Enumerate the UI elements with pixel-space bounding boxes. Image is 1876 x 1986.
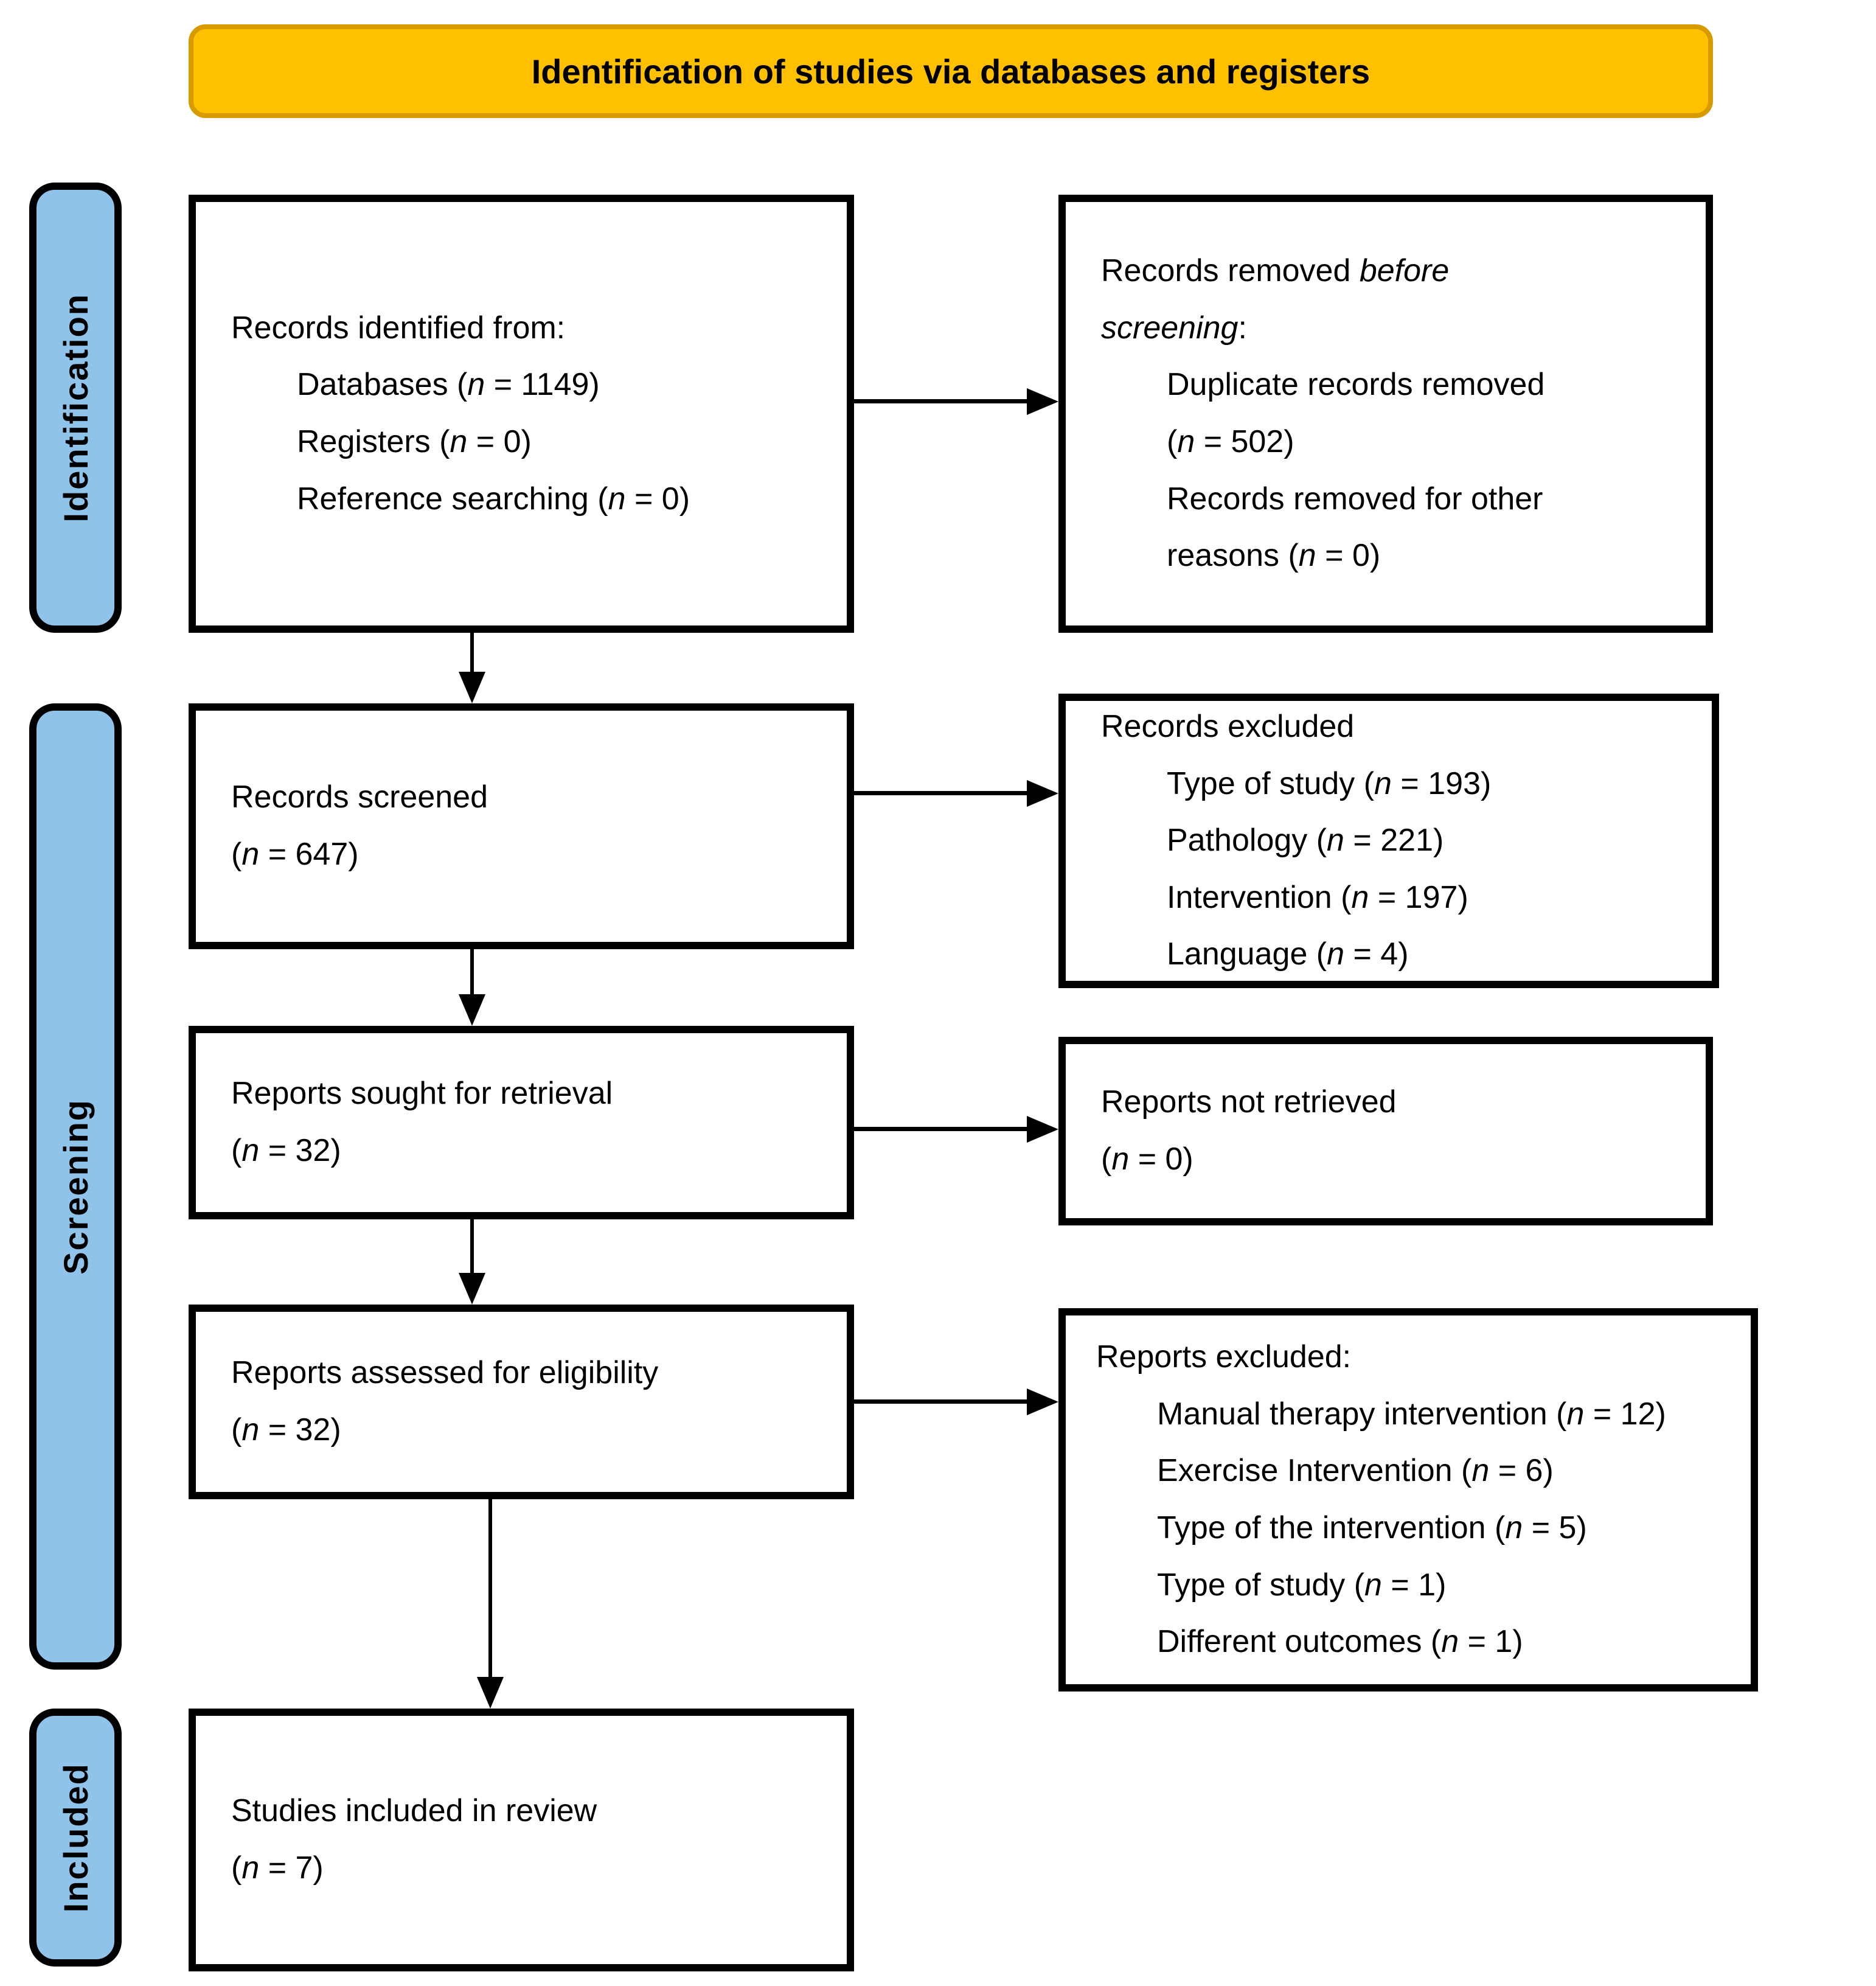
box-records-screened: Records screened (n = 647): [189, 703, 854, 949]
box-text-line: (n = 7): [231, 1850, 324, 1886]
stage-label-identification: Identification: [29, 183, 122, 633]
box-text-line: Reports sought for retrieval: [231, 1076, 613, 1112]
box-text-line: Reference searching (n = 0): [297, 481, 690, 517]
box-text-line: (n = 0): [1101, 1141, 1193, 1177]
box-text-line: Reports not retrieved: [1101, 1084, 1397, 1120]
box-text-line: Records identified from:: [231, 310, 566, 346]
box-text-line: Records removed before: [1101, 253, 1450, 289]
box-text-line: Records screened: [231, 779, 488, 815]
arrow-right-icon: [1027, 1116, 1058, 1143]
box-text-line: Type of study (n = 193): [1167, 765, 1492, 801]
box-text-line: (n = 32): [231, 1133, 341, 1168]
arrow-screened-to-excluded-line: [854, 791, 1029, 795]
box-reports-excluded: Reports excluded: Manual therapy interven…: [1058, 1308, 1758, 1692]
box-text-line: (n = 502): [1167, 424, 1294, 459]
box-records-removed: Records removed before screening: Duplicat…: [1058, 195, 1713, 633]
box-records-identified: Records identified from: Databases (n = 1…: [189, 195, 854, 633]
arrow-assessed-to-excluded-line: [854, 1399, 1029, 1404]
arrow-down-icon: [459, 994, 485, 1026]
box-text-line: Language (n = 4): [1167, 936, 1409, 972]
box-text-line: Pathology (n = 221): [1167, 823, 1444, 859]
box-text-line: Records removed for other: [1167, 481, 1543, 517]
arrow-right-icon: [1027, 388, 1058, 415]
box-text-line: Manual therapy intervention (n = 12): [1157, 1396, 1666, 1432]
box-text-line: reasons (n = 0): [1167, 538, 1381, 574]
arrow-assessed-to-included-line: [488, 1499, 492, 1679]
arrow-down-icon: [459, 672, 485, 703]
box-text-line: Duplicate records removed: [1167, 367, 1545, 403]
box-text-line: (n = 647): [231, 837, 359, 872]
box-text-line: Records excluded: [1101, 709, 1355, 745]
arrow-screened-to-sought-line: [470, 949, 474, 998]
arrow-identified-to-removed-line: [854, 399, 1029, 403]
box-text-line: (n = 32): [231, 1412, 341, 1448]
arrow-down-icon: [477, 1677, 504, 1709]
box-reports-sought: Reports sought for retrieval (n = 32): [189, 1026, 854, 1219]
box-text-line: Type of the intervention (n = 5): [1157, 1510, 1587, 1545]
stage-label-text: Screening: [56, 1098, 95, 1275]
arrow-down-icon: [459, 1273, 485, 1305]
stage-label-included: Included: [29, 1709, 122, 1967]
arrow-right-icon: [1027, 1388, 1058, 1415]
arrow-sought-to-notretrieved-line: [854, 1127, 1029, 1131]
box-text-line: Databases (n = 1149): [297, 367, 600, 403]
box-text-line: Reports excluded:: [1096, 1339, 1352, 1375]
box-text-line: Different outcomes (n = 1): [1157, 1624, 1523, 1660]
box-reports-not-retrieved: Reports not retrieved (n = 0): [1058, 1037, 1713, 1225]
box-text-line: Studies included in review: [231, 1793, 597, 1829]
box-text-line: screening:: [1101, 310, 1247, 346]
stage-label-text: Identification: [56, 293, 95, 523]
stage-label-text: Included: [56, 1762, 95, 1913]
stage-label-screening: Screening: [29, 703, 122, 1670]
diagram-title: Identification of studies via databases …: [531, 52, 1371, 91]
box-text-line: Registers (n = 0): [297, 424, 532, 459]
box-text-line: Exercise Intervention (n = 6): [1157, 1453, 1554, 1489]
box-text-line: Type of study (n = 1): [1157, 1567, 1447, 1603]
box-studies-included: Studies included in review (n = 7): [189, 1709, 854, 1971]
box-reports-assessed: Reports assessed for eligibility (n = 32): [189, 1305, 854, 1499]
arrow-sought-to-assessed-line: [470, 1219, 474, 1275]
arrow-right-icon: [1027, 780, 1058, 807]
box-text-line: Reports assessed for eligibility: [231, 1355, 659, 1391]
box-text-line: Intervention (n = 197): [1167, 879, 1468, 915]
diagram-title-banner: Identification of studies via databases …: [189, 24, 1713, 118]
arrow-identified-to-screened-line: [470, 633, 474, 675]
